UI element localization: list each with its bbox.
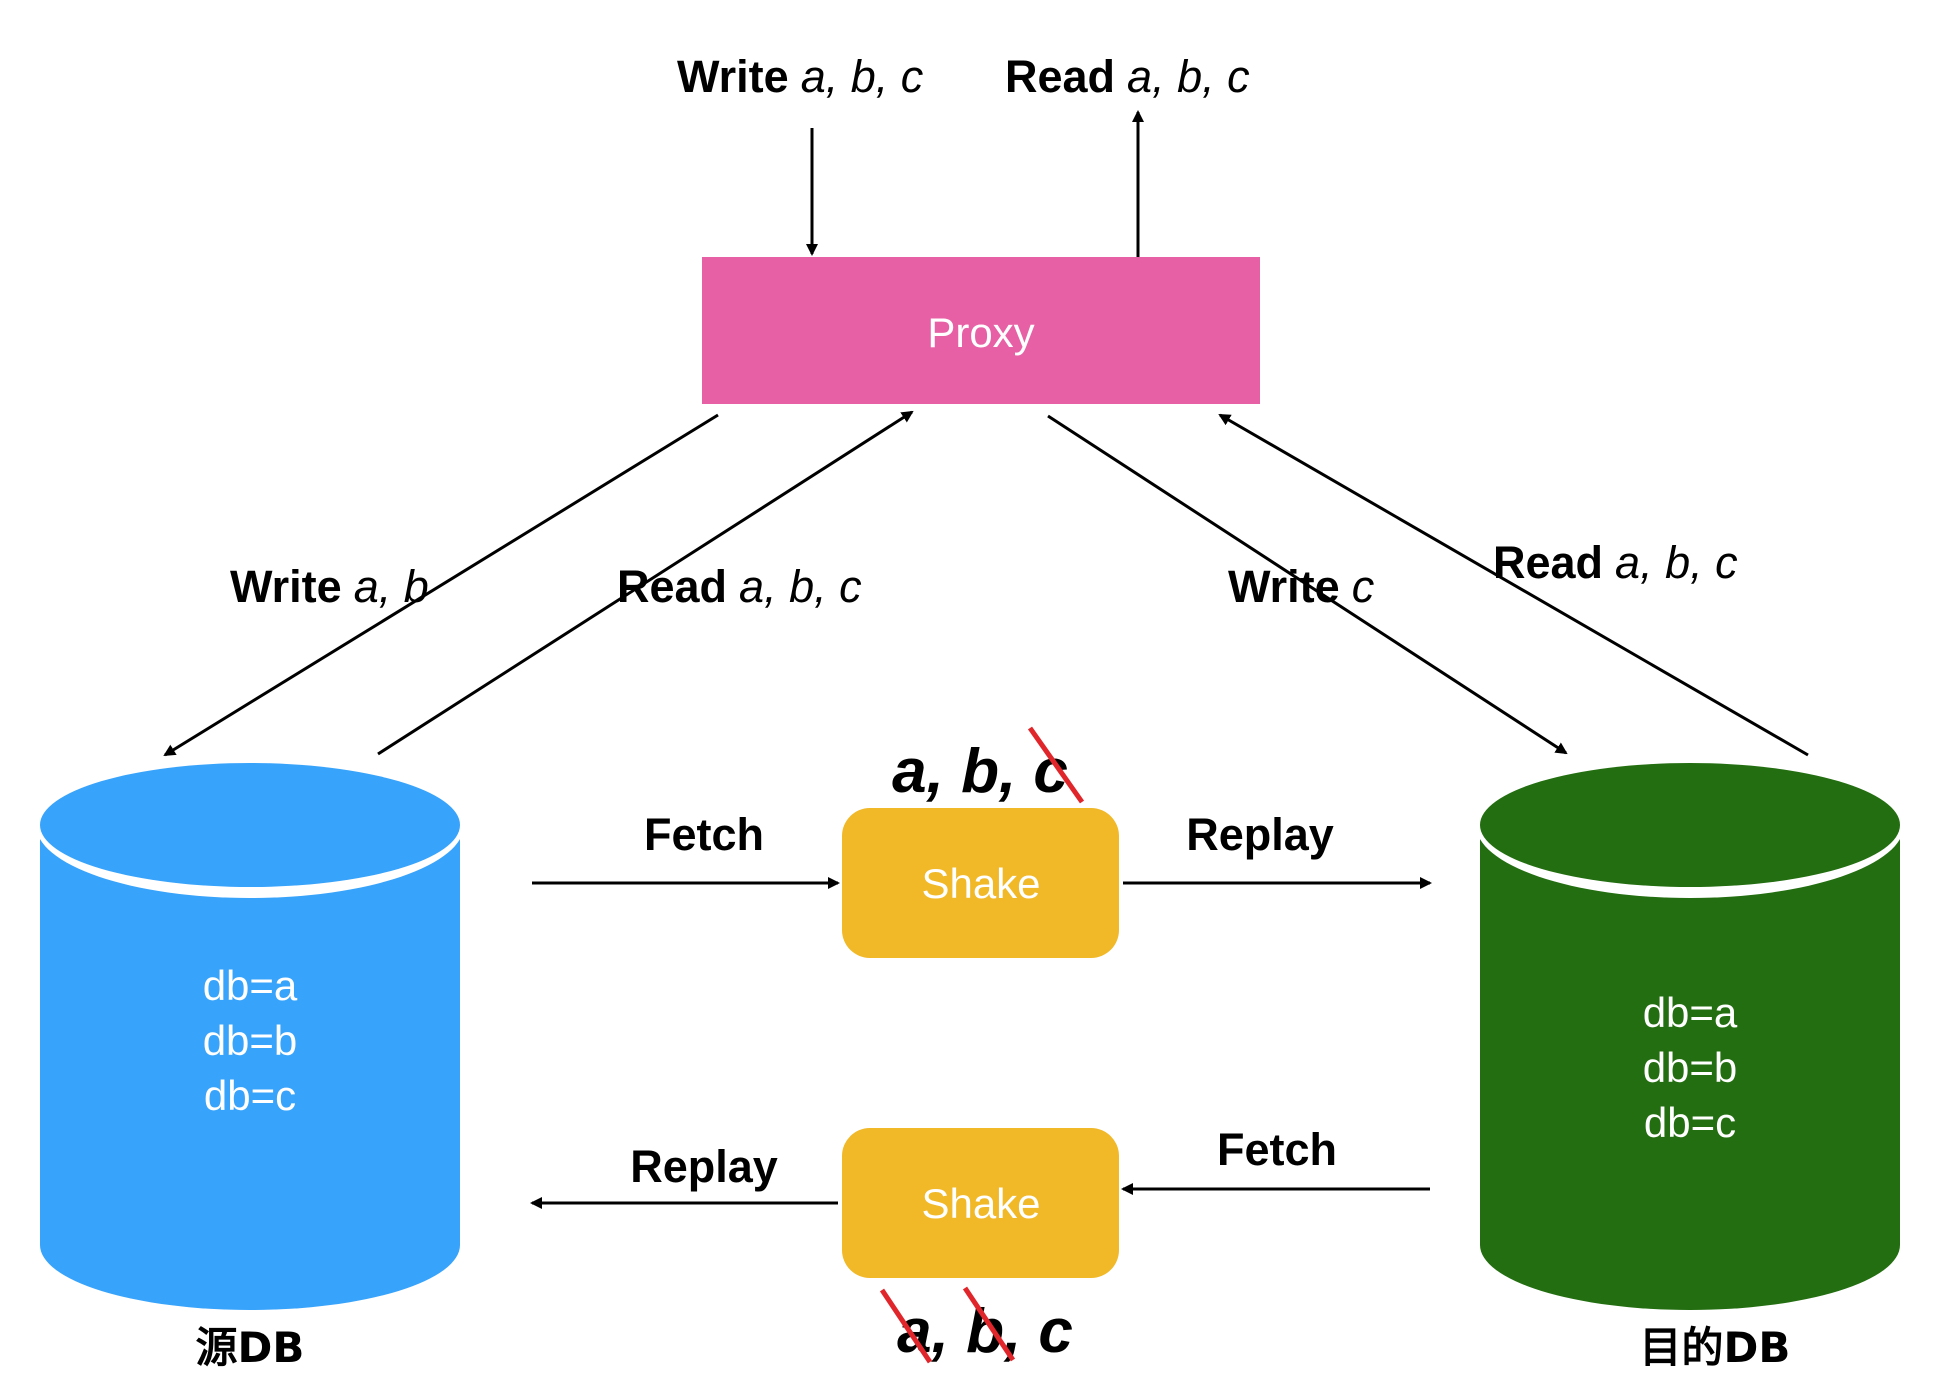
shake-forward-label: Shake	[921, 860, 1040, 907]
forward-replay-text: Replay	[1186, 809, 1334, 860]
reverse-strike-b	[962, 1286, 1016, 1362]
shake-reverse-box	[842, 1128, 1119, 1278]
shake-reverse-label: Shake	[921, 1180, 1040, 1227]
shake-reverse: Shake	[842, 1128, 1119, 1278]
left-read-arrow	[377, 410, 914, 756]
target-db-cylinder: db=a db=b db=c	[1476, 752, 1904, 1310]
target-db-line-1: db=a	[1643, 989, 1738, 1036]
reverse-strike-a	[879, 1288, 933, 1364]
forward-seq-a: a	[892, 737, 926, 806]
proxy-rect	[702, 257, 1260, 404]
reverse-seq-c: c	[1038, 1297, 1072, 1366]
right-write-arrow	[1047, 414, 1568, 755]
source-db-line-3: db=c	[204, 1072, 296, 1119]
reverse-sequence: a, b, c	[897, 1297, 1073, 1366]
target-db-line-2: db=b	[1643, 1044, 1738, 1091]
target-db-body	[1480, 825, 1900, 1310]
right-read-arrow	[1218, 413, 1809, 757]
shake-forward: Shake	[842, 808, 1119, 958]
source-db-cylinder: db=a db=b db=c	[36, 752, 464, 1310]
forward-sequence: a, b, c	[892, 737, 1068, 806]
source-db-line-2: db=b	[203, 1017, 298, 1064]
shake-forward-box	[842, 808, 1119, 958]
forward-strike-c	[1027, 726, 1085, 804]
target-db-name: 目的DB	[1640, 1323, 1791, 1372]
reverse-seq-b: b	[966, 1297, 1004, 1366]
reverse-replay-text: Replay	[630, 1141, 778, 1192]
target-db-line-3: db=c	[1644, 1099, 1736, 1146]
source-db-line-1: db=a	[203, 962, 298, 1009]
source-db-top	[40, 763, 460, 887]
proxy-box: Proxy	[702, 257, 1260, 404]
left-write-arrow	[163, 413, 719, 757]
source-db-name: 源DB	[196, 1323, 305, 1372]
proxy-label: Proxy	[927, 309, 1034, 356]
forward-fetch-text: Fetch	[644, 809, 764, 860]
source-db-body	[40, 825, 460, 1310]
target-db-top	[1480, 763, 1900, 887]
forward-seq-b: b	[961, 737, 999, 806]
reverse-fetch-text: Fetch	[1217, 1124, 1337, 1175]
